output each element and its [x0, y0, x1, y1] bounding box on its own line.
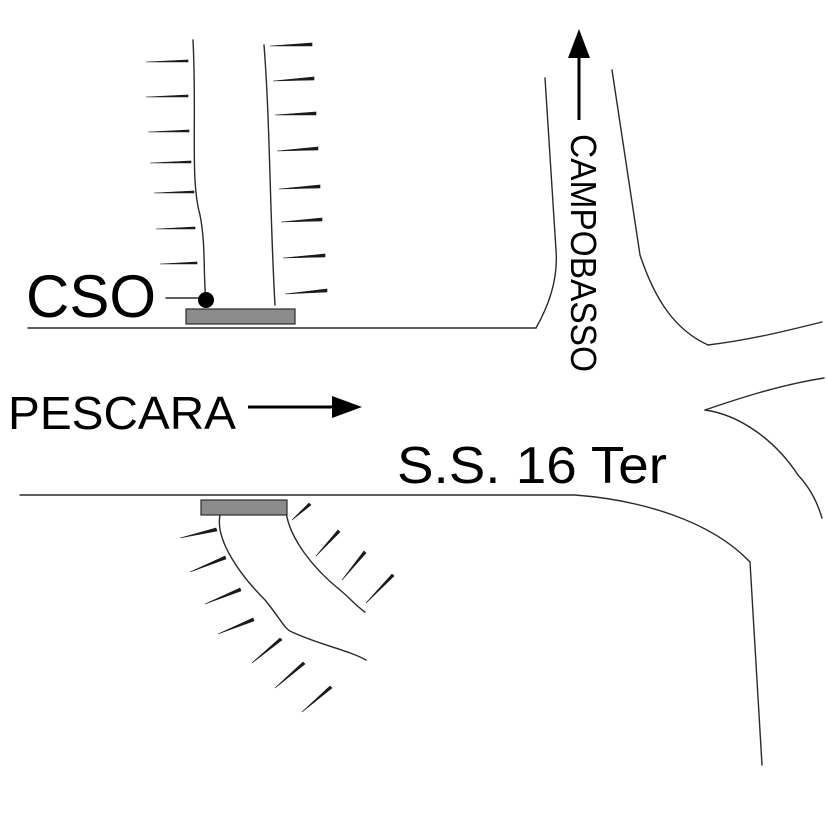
hachure-mark [149, 160, 192, 164]
hachure-mark [276, 146, 319, 152]
hachure-mark [341, 550, 367, 581]
north-east-hachures [269, 42, 328, 295]
east-branch [704, 377, 825, 519]
pescara-direction-arrow-icon [248, 396, 362, 418]
hachure-mark [315, 529, 341, 557]
south-stream-east-bank [285, 511, 366, 613]
south-stream-west-bank [218, 514, 367, 661]
pescara-label: PESCARA [8, 387, 236, 439]
campobasso-label: CAMPOBASSO [563, 134, 604, 372]
north-stream-west-bank [192, 39, 207, 301]
north-stream-east-bank [263, 44, 276, 306]
north-west-hachures [145, 59, 198, 265]
hachure-mark [282, 253, 326, 259]
east-branch-upper-edge [704, 377, 825, 411]
hachure-mark [189, 555, 227, 573]
hachure-mark [153, 190, 195, 194]
south-east-hachures [291, 502, 395, 604]
cso-label: CSO [26, 263, 156, 330]
hachure-mark [145, 59, 189, 63]
hachure-mark [291, 502, 312, 521]
road-label: S.S. 16 Ter [397, 437, 667, 495]
hachure-mark [274, 661, 306, 689]
hachure-mark [204, 587, 242, 605]
cso-point-marker [198, 292, 214, 308]
hachure-mark [269, 42, 313, 47]
hachure-mark [145, 94, 189, 98]
hachure-mark [155, 226, 196, 230]
main-road-south-edge [19, 494, 763, 766]
south-bridge [200, 499, 288, 516]
east-branch-lower-edge [704, 409, 823, 519]
hachure-mark [365, 573, 395, 604]
hachure-mark [278, 184, 321, 190]
hachure-mark [301, 685, 333, 713]
hachure-mark [179, 527, 218, 539]
hachure-mark [284, 288, 328, 295]
campobasso-road-west-edge [535, 77, 558, 329]
north-stream [192, 39, 276, 306]
hachure-mark [217, 617, 255, 635]
hachure-mark [147, 129, 190, 133]
hachure-mark [159, 261, 198, 265]
hachure-mark [274, 111, 317, 116]
campobasso-road [535, 69, 823, 346]
campobasso-road-east-edge [611, 69, 823, 346]
hachure-mark [251, 637, 283, 664]
main-road [19, 327, 763, 766]
hachure-mark [272, 76, 315, 82]
campobasso-direction-arrow-icon [568, 29, 590, 120]
hachure-mark [280, 217, 323, 223]
south-stream [218, 511, 367, 661]
north-bridge [185, 308, 296, 325]
south-west-hachures [179, 527, 333, 713]
